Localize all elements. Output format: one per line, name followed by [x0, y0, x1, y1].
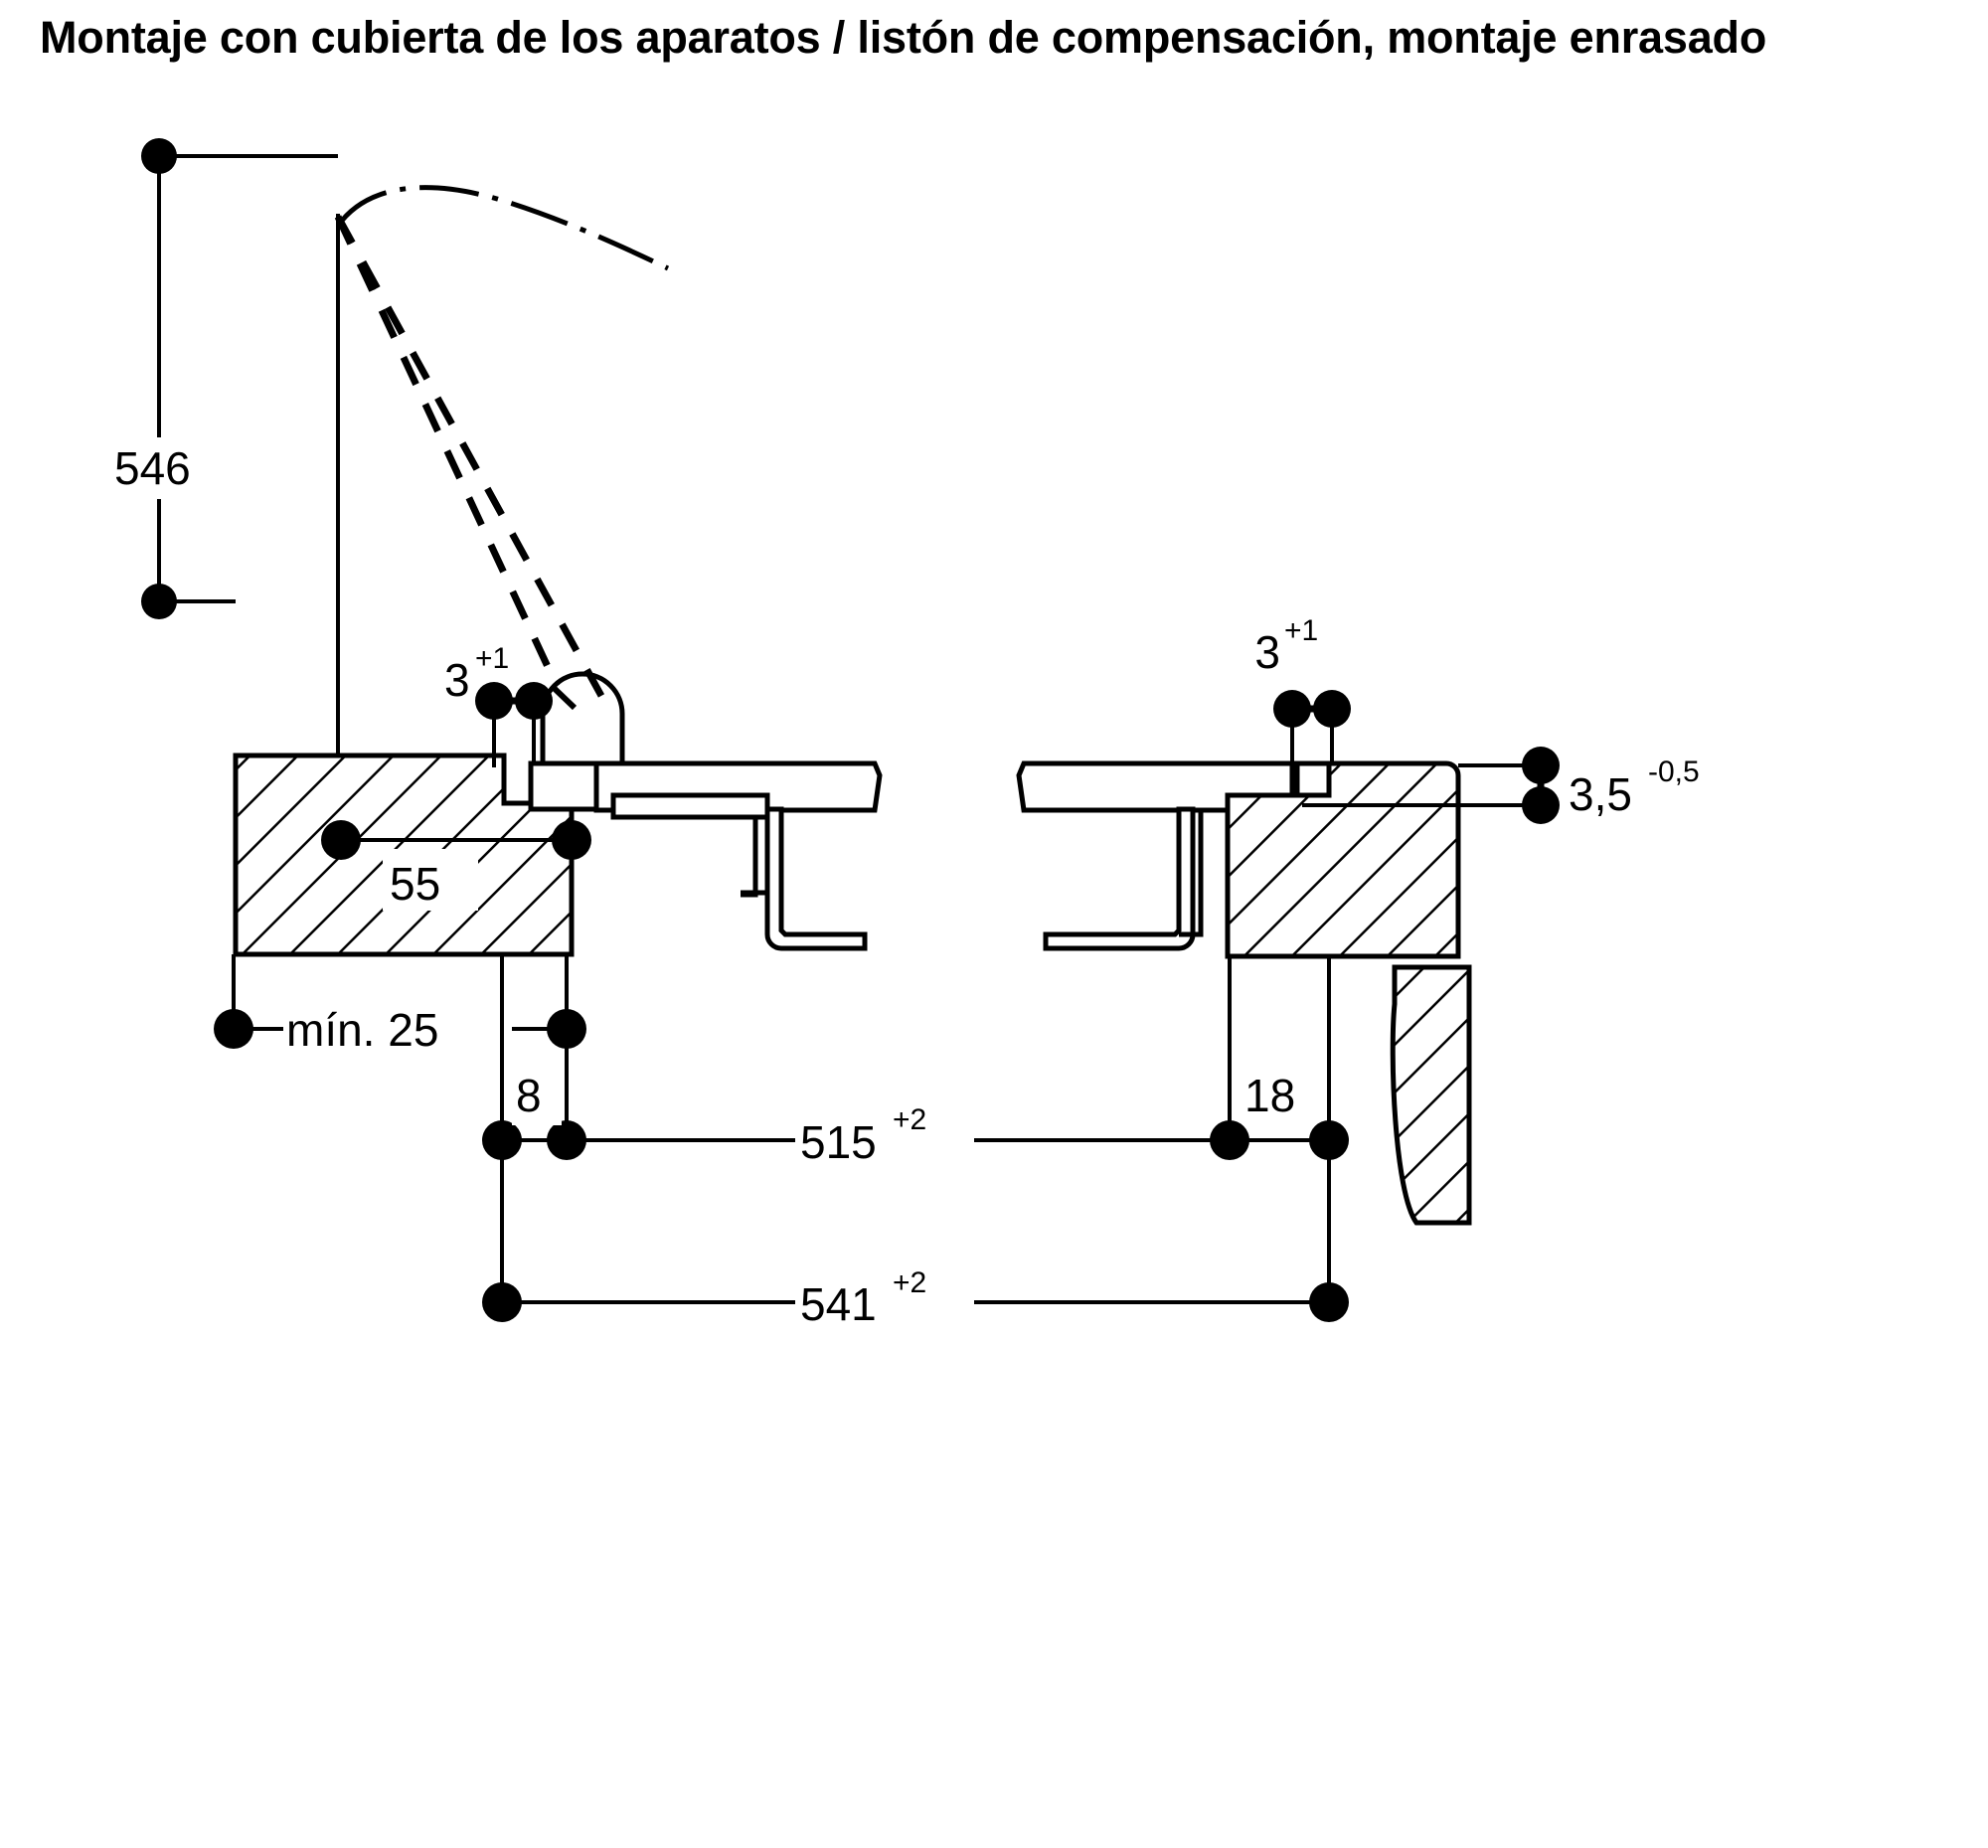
appliance-top-panel-left [528, 760, 883, 813]
dimension-546: 546 [107, 138, 338, 619]
dimension-515-plus2: 515 +2 [502, 1103, 1230, 1177]
dim-endpoint-dot [1309, 1120, 1349, 1160]
dim-8-label: 8 [516, 1070, 542, 1121]
dimension-8: 8 [482, 954, 586, 1160]
dim-endpoint-dot [1522, 786, 1560, 824]
compensation-strip [1390, 964, 1472, 1226]
right-cabinet-block [1225, 760, 1461, 959]
dim-541-sup: +2 [893, 1266, 926, 1299]
dim-endpoint-dot [321, 820, 361, 860]
dimension-541-plus2: 541 +2 [482, 1153, 1349, 1338]
dim-endpoint-dot [1309, 1282, 1349, 1322]
dim-endpoint-dot [141, 138, 177, 174]
appliance-bracket-left [610, 792, 868, 951]
dim-55-label: 55 [390, 858, 440, 910]
dimension-3-plus1-left: 3 +1 [444, 642, 553, 767]
appliance-bracket-right [1043, 806, 1204, 951]
dim-endpoint-dot [214, 1009, 253, 1049]
dim-3-plus1-left-sup: +1 [475, 642, 509, 675]
dim-3-5-sup: -0,5 [1648, 756, 1700, 788]
page-title: Montaje con cubierta de los aparatos / l… [40, 12, 1767, 63]
dim-3-5-label: 3,5 [1569, 768, 1632, 820]
dim-min25-label: mín. 25 [286, 1004, 438, 1056]
dim-3-plus1-right-label: 3 [1254, 626, 1280, 678]
dimension-min25: mín. 25 [214, 954, 586, 1060]
dim-515-sup: +2 [893, 1103, 926, 1136]
hinge-handle-cap [540, 671, 625, 775]
dim-3-plus1-left-label: 3 [444, 654, 470, 706]
dim-515-label: 515 [800, 1116, 877, 1168]
dim-18-label: 18 [1244, 1070, 1295, 1121]
dim-3-plus1-right-sup: +1 [1284, 614, 1318, 647]
door-swing-arc [335, 185, 670, 271]
dim-541-label: 541 [800, 1278, 877, 1330]
dim-endpoint-dot [141, 584, 177, 619]
dim-endpoint-dot [1522, 747, 1560, 784]
dimension-18: 18 [1210, 956, 1349, 1302]
dimension-3-5-minus05: 3,5 -0,5 [1458, 747, 1700, 824]
dimension-55: 55 [321, 820, 591, 911]
dim-endpoint-dot [482, 1282, 522, 1322]
door-open-outline [334, 215, 605, 711]
dimension-3-plus1-right: 3 +1 [1254, 614, 1351, 761]
dim-546-label: 546 [114, 442, 191, 494]
dim-endpoint-dot [552, 820, 591, 860]
